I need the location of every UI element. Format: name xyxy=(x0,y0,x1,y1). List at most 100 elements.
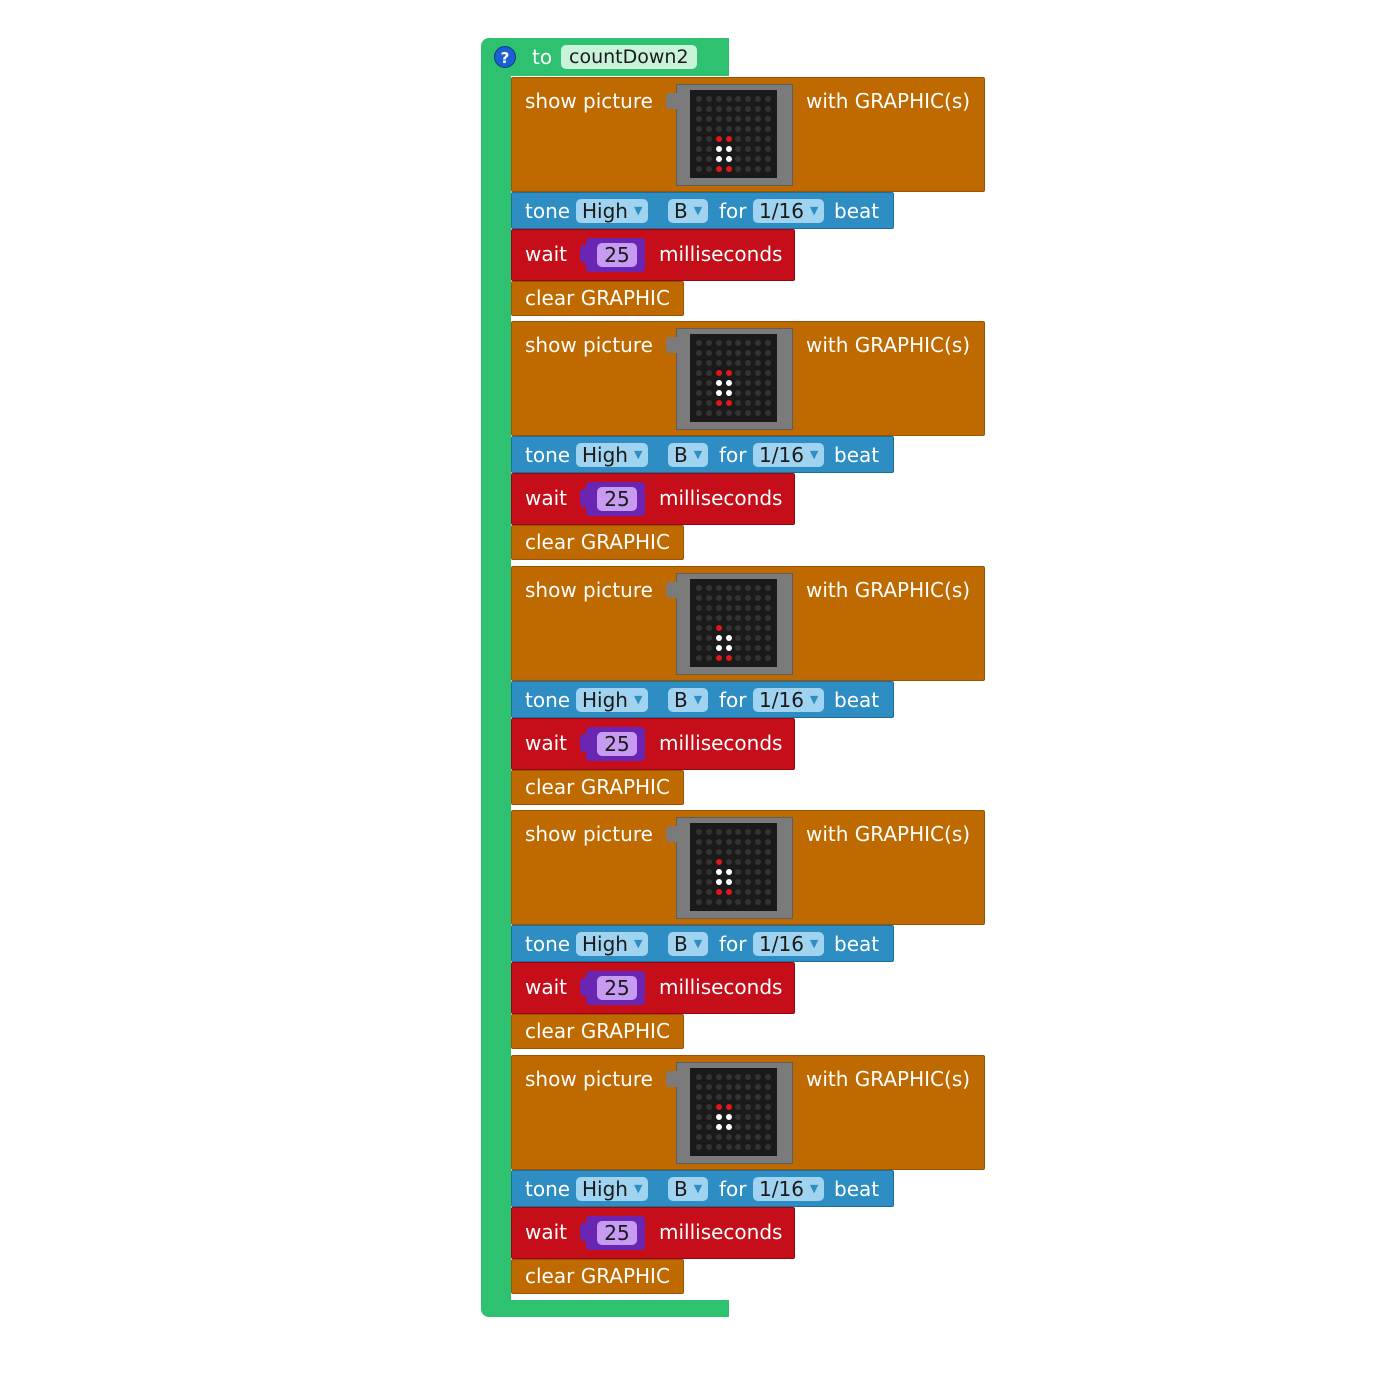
led-cell[interactable] xyxy=(695,625,702,631)
led-cell[interactable] xyxy=(715,1094,722,1100)
led-cell[interactable] xyxy=(755,166,762,172)
led-cell[interactable] xyxy=(715,1124,722,1130)
led-cell[interactable] xyxy=(765,839,772,845)
led-cell[interactable] xyxy=(705,116,712,122)
led-cell[interactable] xyxy=(705,410,712,416)
led-cell[interactable] xyxy=(705,1084,712,1090)
led-cell[interactable] xyxy=(735,1144,742,1150)
led-cell[interactable] xyxy=(715,1134,722,1140)
led-cell[interactable] xyxy=(765,1104,772,1110)
led-cell[interactable] xyxy=(755,380,762,386)
led-cell[interactable] xyxy=(695,1104,702,1110)
led-cell[interactable] xyxy=(725,146,732,152)
led-cell[interactable] xyxy=(715,370,722,376)
led-cell[interactable] xyxy=(755,595,762,601)
led-cell[interactable] xyxy=(695,1114,702,1120)
led-cell[interactable] xyxy=(765,400,772,406)
led-cell[interactable] xyxy=(695,116,702,122)
tone-level-dropdown[interactable]: High▼ xyxy=(576,443,649,467)
duration-dropdown[interactable]: 1/16▼ xyxy=(753,932,825,956)
led-cell[interactable] xyxy=(735,410,742,416)
led-cell[interactable] xyxy=(695,655,702,661)
led-cell[interactable] xyxy=(765,156,772,162)
tone-level-dropdown[interactable]: High▼ xyxy=(576,932,649,956)
led-cell[interactable] xyxy=(745,615,752,621)
led-cell[interactable] xyxy=(705,146,712,152)
led-cell[interactable] xyxy=(725,605,732,611)
led-cell[interactable] xyxy=(725,360,732,366)
led-cell[interactable] xyxy=(735,380,742,386)
led-cell[interactable] xyxy=(755,889,762,895)
led-cell[interactable] xyxy=(735,839,742,845)
tone-level-dropdown[interactable]: High▼ xyxy=(576,1177,649,1201)
led-cell[interactable] xyxy=(725,585,732,591)
led-cell[interactable] xyxy=(745,410,752,416)
led-cell[interactable] xyxy=(695,899,702,905)
led-cell[interactable] xyxy=(725,869,732,875)
led-cell[interactable] xyxy=(705,350,712,356)
led-cell[interactable] xyxy=(715,879,722,885)
led-cell[interactable] xyxy=(695,390,702,396)
led-cell[interactable] xyxy=(745,146,752,152)
clear-graphic-block[interactable] xyxy=(511,281,684,316)
led-cell[interactable] xyxy=(715,655,722,661)
led-cell[interactable] xyxy=(695,380,702,386)
led-cell[interactable] xyxy=(755,96,762,102)
led-cell[interactable] xyxy=(715,645,722,651)
led-cell[interactable] xyxy=(755,410,762,416)
led-cell[interactable] xyxy=(755,869,762,875)
led-cell[interactable] xyxy=(765,635,772,641)
led-cell[interactable] xyxy=(765,380,772,386)
led-cell[interactable] xyxy=(765,859,772,865)
note-dropdown[interactable]: B▼ xyxy=(668,443,709,467)
led-cell[interactable] xyxy=(725,370,732,376)
led-cell[interactable] xyxy=(725,340,732,346)
led-cell[interactable] xyxy=(695,615,702,621)
led-cell[interactable] xyxy=(755,350,762,356)
led-cell[interactable] xyxy=(755,839,762,845)
led-cell[interactable] xyxy=(745,1074,752,1080)
led-cell[interactable] xyxy=(765,126,772,132)
led-cell[interactable] xyxy=(715,1084,722,1090)
led-cell[interactable] xyxy=(715,106,722,112)
led-cell[interactable] xyxy=(695,829,702,835)
led-cell[interactable] xyxy=(745,1134,752,1140)
led-cell[interactable] xyxy=(745,400,752,406)
led-cell[interactable] xyxy=(755,146,762,152)
led-cell[interactable] xyxy=(695,1074,702,1080)
led-cell[interactable] xyxy=(715,350,722,356)
led-cell[interactable] xyxy=(765,615,772,621)
led-cell[interactable] xyxy=(715,889,722,895)
led-cell[interactable] xyxy=(735,1074,742,1080)
led-cell[interactable] xyxy=(765,370,772,376)
led-cell[interactable] xyxy=(755,615,762,621)
led-cell[interactable] xyxy=(715,1144,722,1150)
led-cell[interactable] xyxy=(705,585,712,591)
note-dropdown[interactable]: B▼ xyxy=(668,1177,709,1201)
led-cell[interactable] xyxy=(705,390,712,396)
clear-graphic-block[interactable] xyxy=(511,525,684,560)
led-cell[interactable] xyxy=(695,585,702,591)
led-cell[interactable] xyxy=(765,410,772,416)
led-cell[interactable] xyxy=(755,1084,762,1090)
wait-block[interactable] xyxy=(511,229,795,281)
led-cell[interactable] xyxy=(755,1124,762,1130)
led-cell[interactable] xyxy=(735,166,742,172)
led-cell[interactable] xyxy=(695,350,702,356)
led-cell[interactable] xyxy=(745,166,752,172)
led-cell[interactable] xyxy=(735,635,742,641)
led-cell[interactable] xyxy=(725,1124,732,1130)
led-cell[interactable] xyxy=(745,1104,752,1110)
led-cell[interactable] xyxy=(735,849,742,855)
led-cell[interactable] xyxy=(765,1124,772,1130)
led-cell[interactable] xyxy=(705,1114,712,1120)
led-cell[interactable] xyxy=(695,146,702,152)
led-cell[interactable] xyxy=(755,400,762,406)
led-cell[interactable] xyxy=(715,156,722,162)
led-cell[interactable] xyxy=(715,400,722,406)
led-cell[interactable] xyxy=(765,585,772,591)
help-icon[interactable]: ? xyxy=(494,46,516,68)
led-cell[interactable] xyxy=(755,655,762,661)
led-cell[interactable] xyxy=(755,136,762,142)
led-cell[interactable] xyxy=(695,136,702,142)
